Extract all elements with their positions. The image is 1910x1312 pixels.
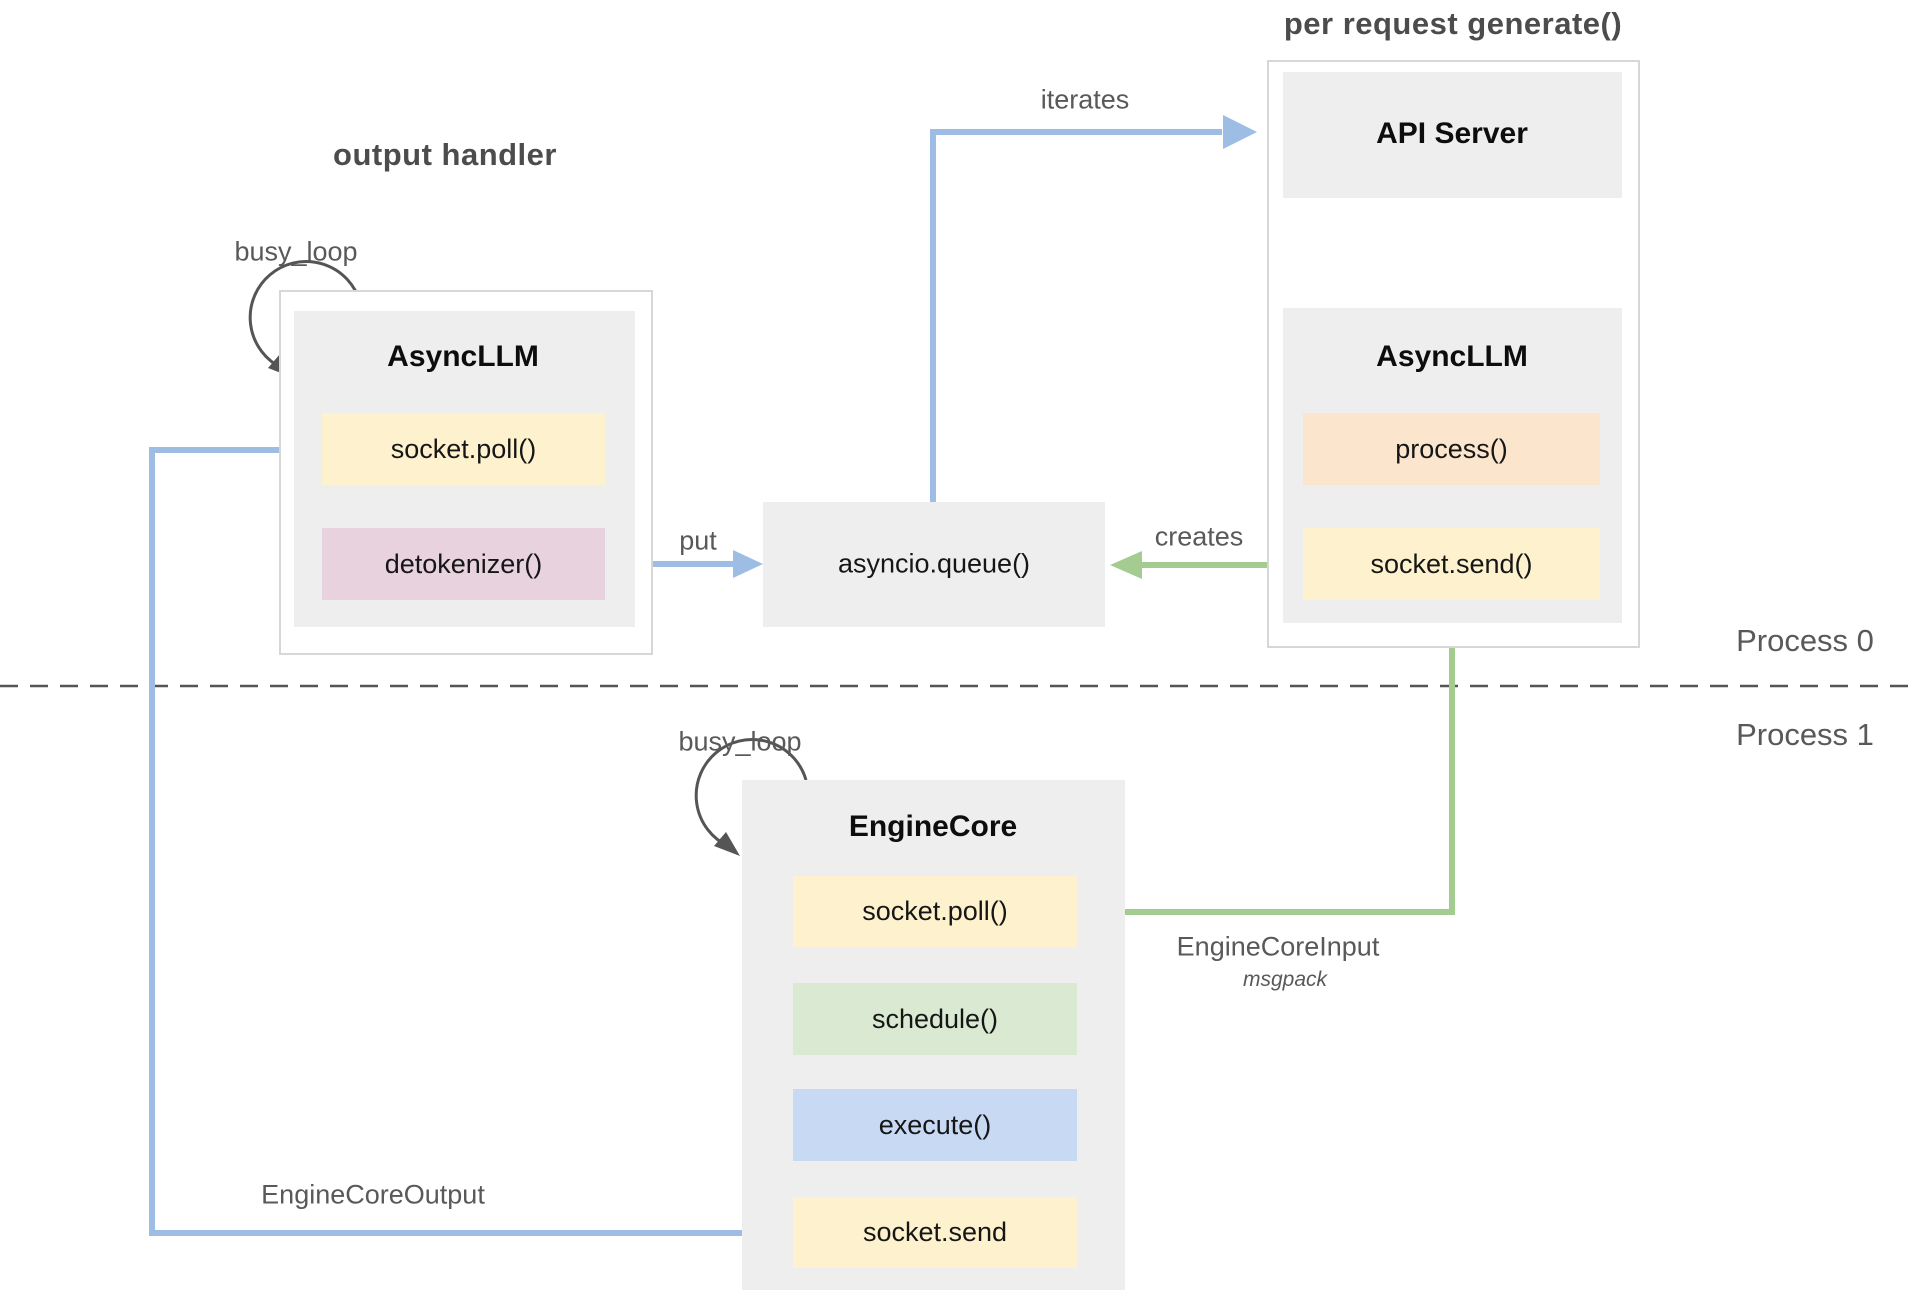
iterates-label: iterates [1040, 84, 1130, 115]
put-label: put [679, 525, 717, 556]
engine-core-output-arrow-line [149, 447, 793, 1236]
process-1-label: Process 1 [1736, 717, 1874, 752]
output-handler-detokenizer-box: detokenizer() [322, 528, 605, 600]
process-0-label: Process 0 [1736, 623, 1874, 658]
engine-core-schedule-box: schedule() [793, 983, 1077, 1055]
engine-core-execute-box: execute() [793, 1089, 1077, 1161]
per-request-process-box: process() [1303, 413, 1600, 485]
iterates-arrow-line [930, 129, 1222, 502]
output-handler-title: output handler [333, 137, 557, 172]
busy-loop-label-output-handler: busy_loop [234, 236, 358, 267]
busy-loop-arrowhead-engine-core [714, 832, 740, 856]
engine-core-output-label: EngineCoreOutput [261, 1179, 485, 1210]
busy-loop-label-engine-core: busy_loop [678, 726, 802, 757]
busy-loop-arc-engine-core [694, 738, 808, 848]
asyncio-queue-label: asyncio.queue() [837, 548, 1031, 579]
iterates-arrowhead [1223, 115, 1257, 149]
asyncio-queue-box [763, 502, 1105, 627]
busy-loop-arc-output-handler [248, 260, 362, 370]
engine-core-input-format-label: msgpack [1242, 968, 1328, 991]
creates-arrowhead [1110, 551, 1142, 579]
engine-core-title: EngineCore [848, 810, 1018, 843]
put-arrowhead [733, 550, 763, 578]
engine-core-socket-poll-box: socket.poll() [793, 876, 1077, 947]
api-server-box [1283, 72, 1622, 198]
engine-core-input-label: EngineCoreInput [1176, 931, 1380, 962]
engine-core-input-arrow-line [1118, 600, 1455, 915]
output-handler-asyncllm-title: AsyncLLM [387, 340, 539, 373]
engine-core-socket-send-box: socket.send [793, 1197, 1077, 1268]
output-handler-socket-poll-box: socket.poll() [322, 413, 605, 485]
api-server-title: API Server [1376, 117, 1528, 150]
per-request-socket-send-box: socket.send() [1303, 528, 1600, 600]
creates-label: creates [1154, 521, 1244, 552]
per-request-generate-title: per request generate() [1283, 6, 1623, 41]
per-request-asyncllm-title: AsyncLLM [1376, 340, 1528, 373]
